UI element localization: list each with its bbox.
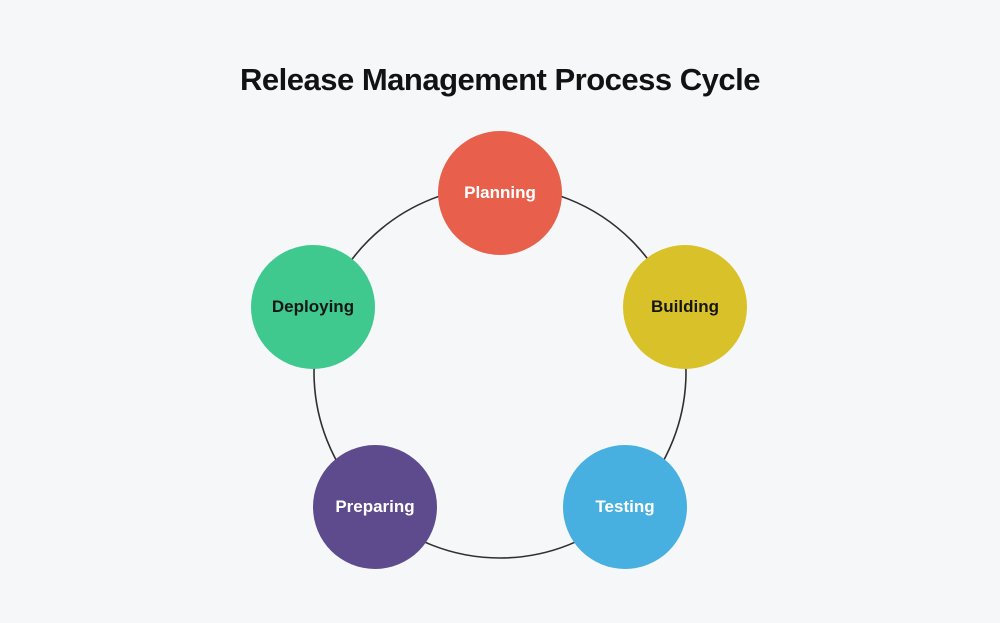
node-deploying-label: Deploying bbox=[271, 297, 355, 316]
node-planning: Planning bbox=[438, 131, 562, 255]
node-preparing-label: Preparing bbox=[335, 497, 415, 516]
node-testing: Testing bbox=[563, 445, 687, 569]
node-testing-label: Testing bbox=[595, 497, 655, 516]
node-building-label: Building bbox=[651, 297, 719, 316]
node-deploying: Deploying bbox=[251, 245, 375, 369]
diagram-title: Release Management Process Cycle bbox=[240, 62, 760, 97]
node-building: Building bbox=[623, 245, 747, 369]
node-planning-label: Planning bbox=[464, 183, 536, 202]
node-preparing: Preparing bbox=[313, 445, 437, 569]
